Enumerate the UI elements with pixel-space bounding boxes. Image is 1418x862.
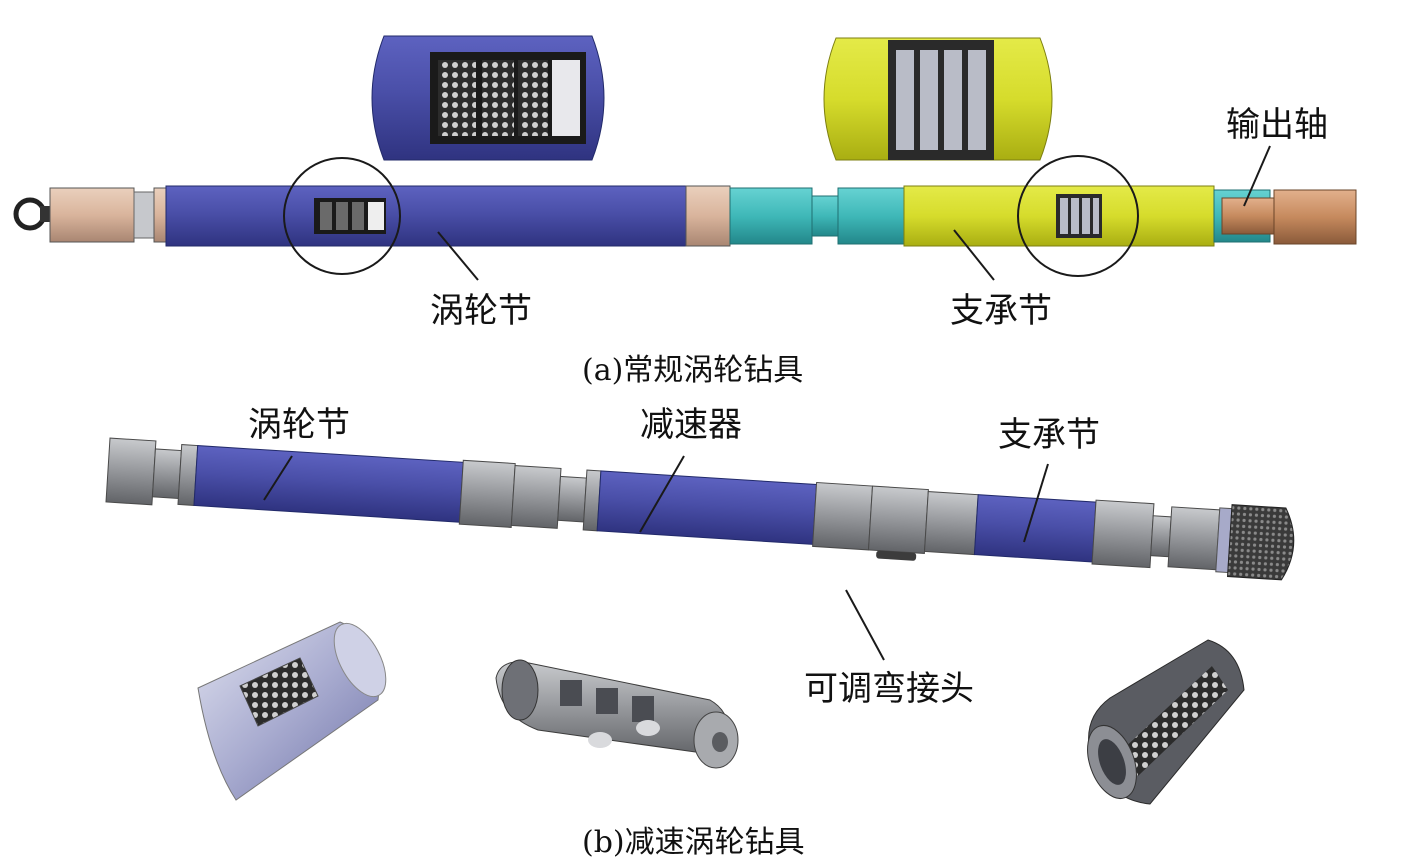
drill-bit-icon: [1226, 504, 1295, 581]
label-turbine-a: 涡轮节: [430, 291, 532, 331]
reduction-string: [105, 437, 1295, 581]
label-bent-sub: 可调弯接头: [804, 669, 974, 709]
reducer-gear-icon: [495, 659, 739, 769]
b-lower-sub: [1091, 499, 1155, 569]
cyan-neck: [811, 195, 839, 237]
bearing-detail-enlarged: [823, 37, 1053, 161]
top-sub-ring: [133, 191, 155, 239]
b-bent-sub-pad: [876, 550, 917, 561]
caption-b: (b)减速涡轮钻具: [582, 825, 805, 860]
cyan-coupling-1: [729, 187, 813, 245]
turbine-tube-inset: [197, 621, 387, 801]
turbine-detail-circle: [283, 157, 401, 275]
lifting-eye-icon: [13, 197, 52, 231]
b-lower-neck: [1150, 515, 1172, 558]
output-shaft: [1221, 197, 1275, 235]
top-sub-neck: [153, 187, 167, 243]
bearing-detail-circle: [1017, 155, 1139, 277]
caption-a: (a)常规涡轮钻具: [582, 353, 803, 388]
b-bent-sub-1: [812, 481, 874, 551]
turbine-stage-icon: [239, 657, 319, 727]
turbine-stage-icon: [314, 198, 386, 234]
label-turbine-b: 涡轮节: [248, 405, 350, 445]
b-gray-coupling-2: [510, 465, 562, 529]
bearing-leader-a: [953, 229, 995, 281]
reducer-leader: [639, 455, 685, 533]
label-output-shaft: 输出轴: [1226, 105, 1328, 145]
turbine-leader-b: [263, 455, 293, 501]
b-turbine-section: [193, 445, 464, 523]
bent-sub-leader: [845, 589, 885, 661]
turbine-detail-enlarged: [371, 35, 605, 161]
cyan-coupling-2: [837, 187, 905, 245]
turbine-leader-a: [437, 231, 479, 281]
label-bearing-a: 支承节: [950, 291, 1052, 331]
reduction-turbodrill: 涡轮节 减速器 支承节 可调弯接头 (b)减速涡轮钻具: [105, 405, 1295, 860]
b-bent-sub-2: [867, 485, 929, 554]
label-reducer: 减速器: [640, 405, 742, 445]
b-neck-1: [557, 475, 587, 523]
bearing-roller-icon: [1056, 194, 1102, 238]
b-bent-sub-3: [923, 491, 979, 556]
output-shaft-bit-sub: [1273, 189, 1357, 245]
bearing-leader-b: [1023, 463, 1049, 543]
b-top-neck: [151, 448, 182, 500]
output-shaft-leader: [1243, 145, 1271, 207]
turbine-section: [165, 185, 687, 247]
top-sub: [49, 187, 135, 243]
b-top-sub: [105, 437, 157, 506]
b-gray-coupling-1: [458, 459, 516, 528]
b-reducer-section: [596, 470, 818, 545]
bearing-sleeve-icon: [1087, 639, 1245, 805]
tan-sub: [685, 185, 731, 247]
label-bearing-b: 支承节: [998, 415, 1100, 455]
b-lower-shaft: [1167, 506, 1221, 571]
conventional-turbodrill: 涡轮节 支承节 输出轴 (a)常规涡轮钻具: [13, 35, 1357, 388]
